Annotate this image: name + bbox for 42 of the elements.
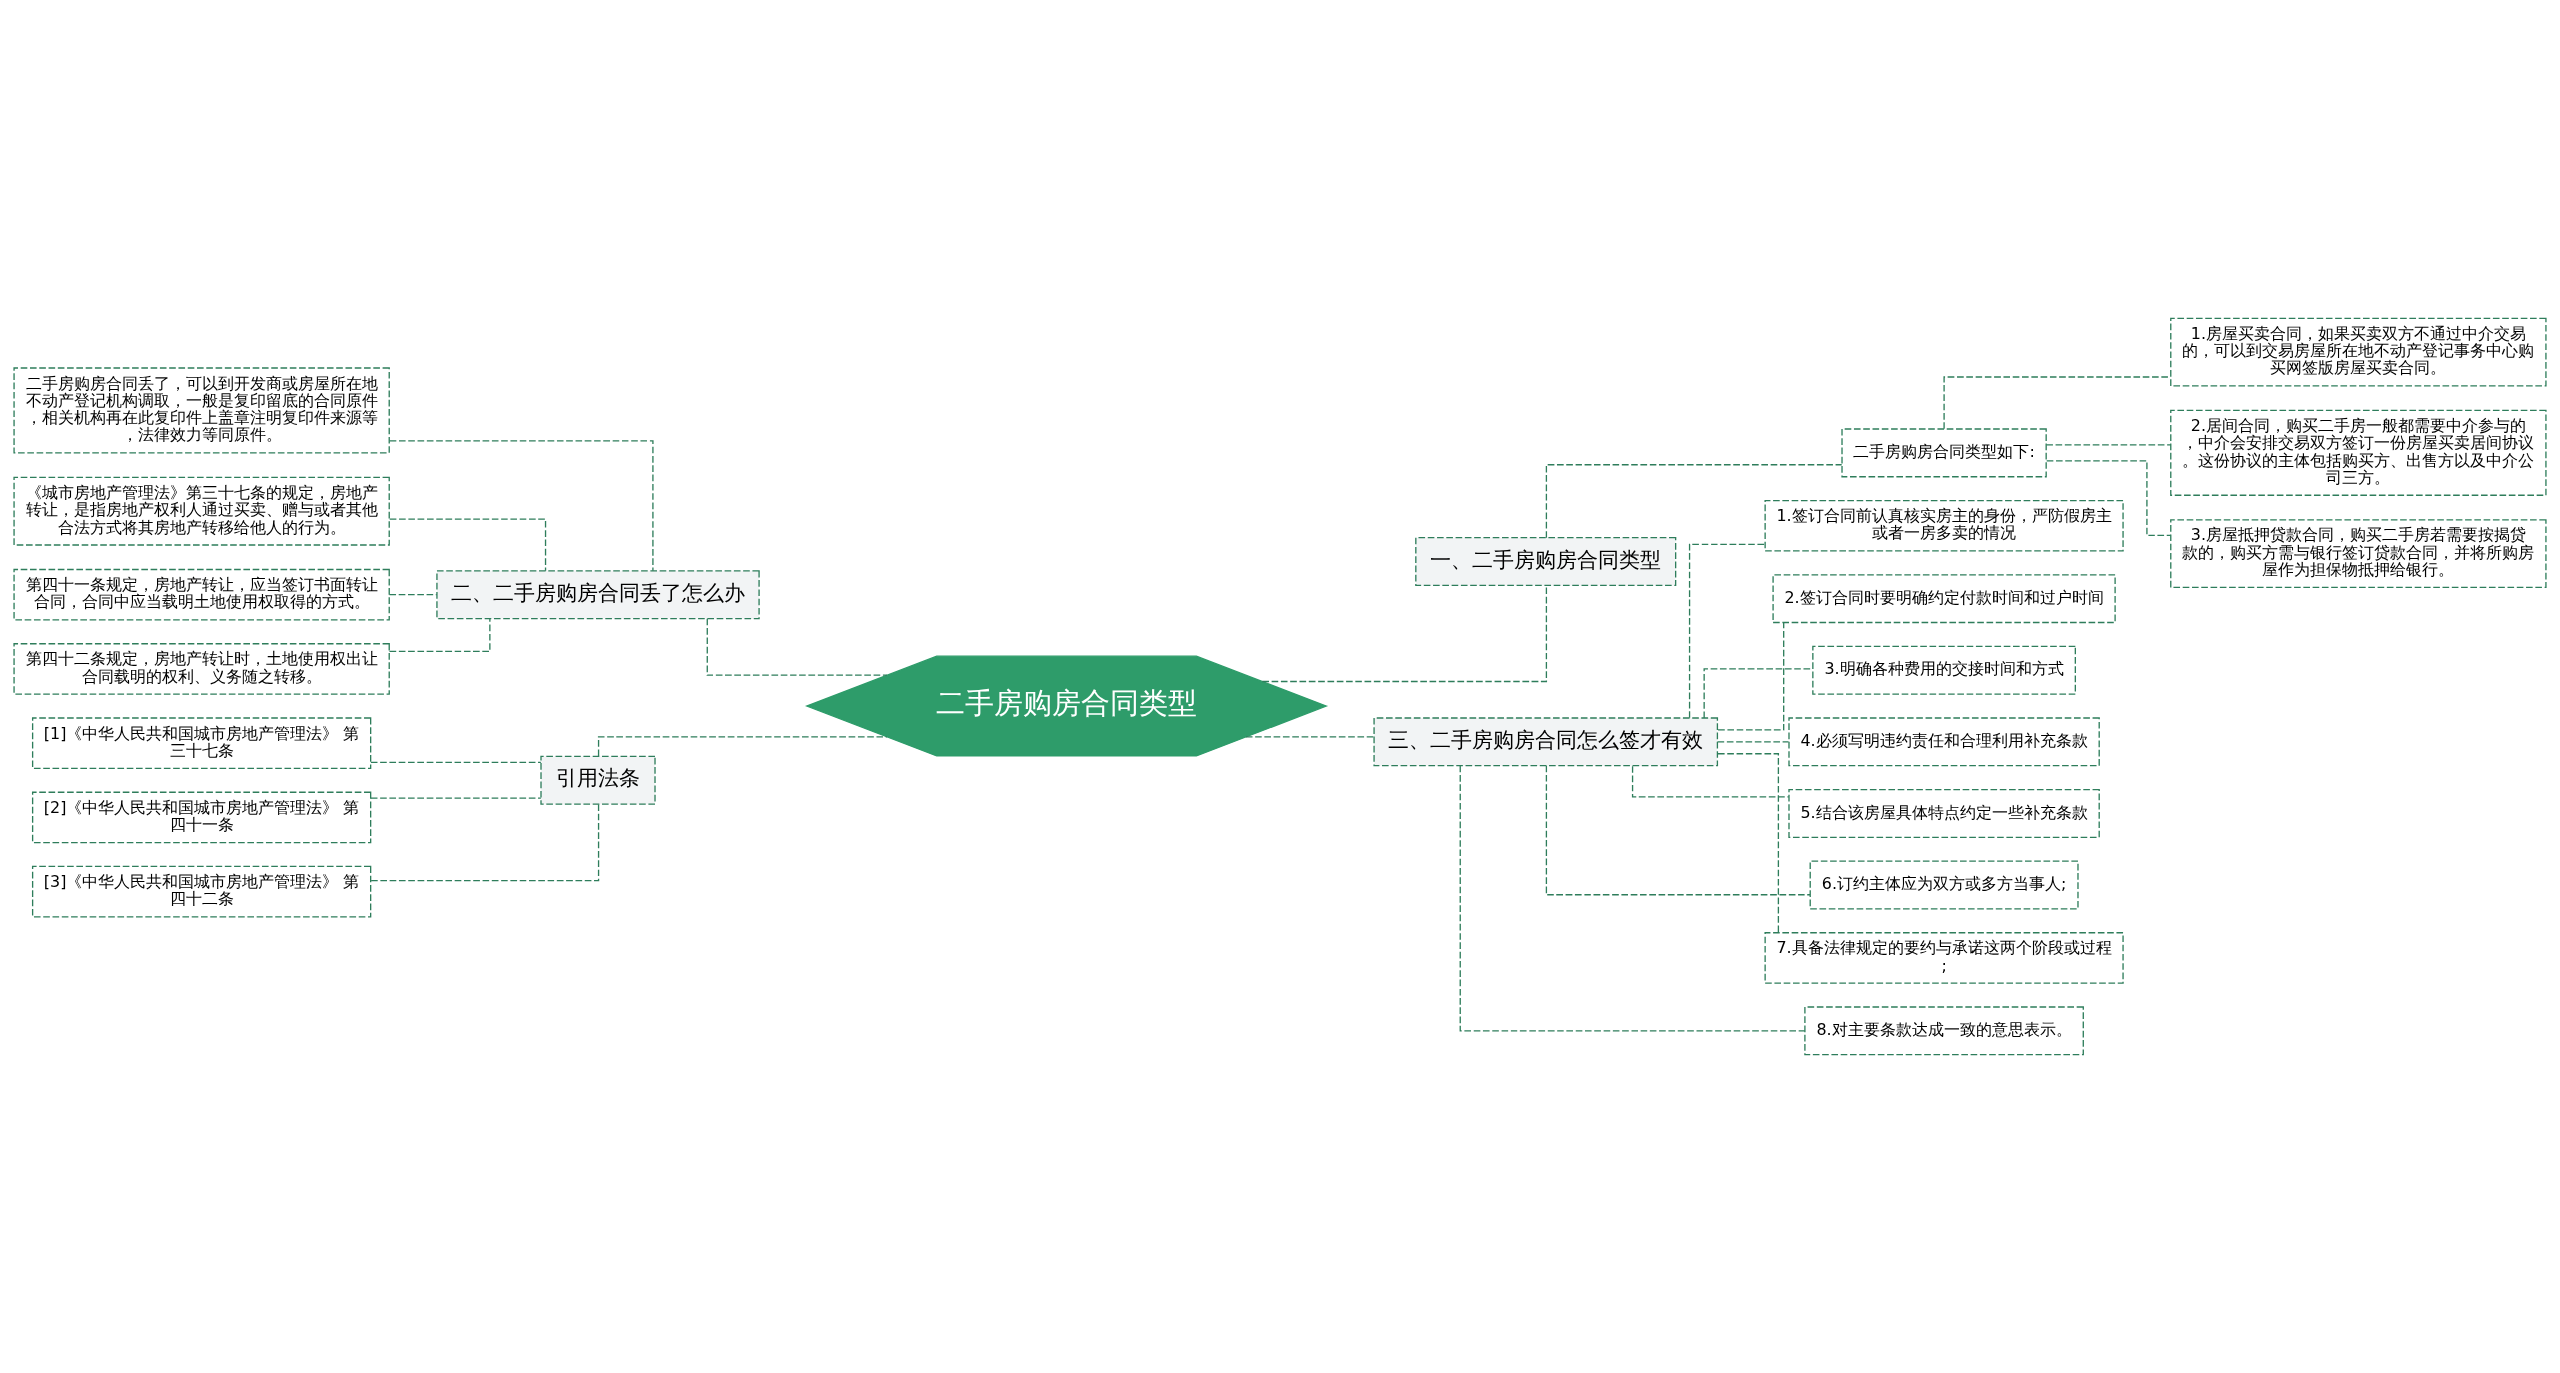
node-box: 第四十一条规定，房地产转让，应当签订书面转让合同，合同中应当载明土地使用权取得的方式。	[13, 568, 390, 621]
node-box: 8.对主要条款达成一致的意思表示。	[1804, 1006, 2084, 1056]
connector	[389, 440, 654, 572]
node-box: 第四十二条规定，房地产转让时，土地使用权出让合同载明的权利、义务随之转移。	[13, 643, 390, 695]
node-box: 引用法条	[540, 755, 656, 805]
node-box: 二、二手房购房合同丢了怎么办	[436, 570, 760, 620]
connector	[1717, 753, 1780, 934]
node-box: 一、二手房购房合同类型	[1415, 537, 1677, 587]
connector	[1717, 622, 1785, 731]
connector	[1545, 765, 1811, 896]
connector	[370, 797, 542, 799]
connector	[2045, 444, 2172, 446]
node-box: 三、二手房购房合同怎么签才有效	[1373, 717, 1719, 767]
node-box: 4.必须写明违约责任和合理利用补充条款	[1788, 717, 2100, 767]
node-box: 6.订约主体应为双方或多方当事人;	[1809, 860, 2079, 910]
node-box: [1]《中华人民共和国城市房地产管理法》 第三十七条	[31, 717, 372, 770]
connector	[1716, 741, 1790, 743]
node-box: 7.具备法律规定的要约与承诺这两个阶段或过程;	[1764, 932, 2124, 984]
node-box: 2.签订合同时要明确约定付款时间和过户时间	[1772, 574, 2116, 624]
node-box: 2.居间合同，购买二手房一般都需要中介参与的，中介会安排交易双方签订一份房屋买卖居间协议。这份协议的主体包括购买方、出售方以及中介公司三方。	[2170, 409, 2547, 496]
connector	[388, 618, 491, 652]
node-box: 3.房屋抵押贷款合同，购买二手房若需要按揭贷款的，购买方需与银行签订贷款合同，并将所购房屋作为担保物抵押给银行。	[2170, 519, 2547, 589]
node-box: 二手房购房合同丢了，可以到开发商或房屋所在地不动产登记机构调取，一般是复印留底的合同原件，相关机构再在此复印件上盖章注明复印件来源等，法律效力等同原件。	[13, 367, 390, 454]
node-box: 3.明确各种费用的交接时间和方式	[1812, 645, 2076, 695]
connector	[1545, 464, 1843, 539]
node-box: [2]《中华人民共和国城市房地产管理法》 第四十一条	[31, 791, 372, 844]
connector	[1688, 543, 1766, 719]
node-box: 5.结合该房屋具体特点约定一些补充条款	[1788, 788, 2100, 838]
connector	[1261, 585, 1548, 683]
connector	[597, 736, 888, 757]
node-box: 《城市房地产管理法》第三十七条的规定，房地产转让，是指房地产权利人通过买卖、赠与或者其他合法方式将其房地产转移给他人的行为。	[13, 476, 390, 546]
connector	[1459, 765, 1806, 1032]
connector	[1245, 736, 1375, 738]
node-box: 1.房屋买卖合同，如果买卖双方不通过中介交易的，可以到交易房屋所在地不动产登记事务中心购买网签版房屋买卖合同。	[2170, 317, 2547, 387]
connector	[388, 594, 438, 596]
connector	[706, 618, 888, 676]
node-box: [3]《中华人民共和国城市房地产管理法》 第四十二条	[31, 865, 372, 918]
connector	[370, 761, 542, 764]
connector	[370, 803, 600, 882]
node-box: 二手房购房合同类型如下:	[1841, 428, 2047, 478]
connector	[389, 518, 547, 572]
node-box: 1.签订合同前认真核实房主的身份，严防假房主或者一房多卖的情况	[1764, 499, 2124, 552]
